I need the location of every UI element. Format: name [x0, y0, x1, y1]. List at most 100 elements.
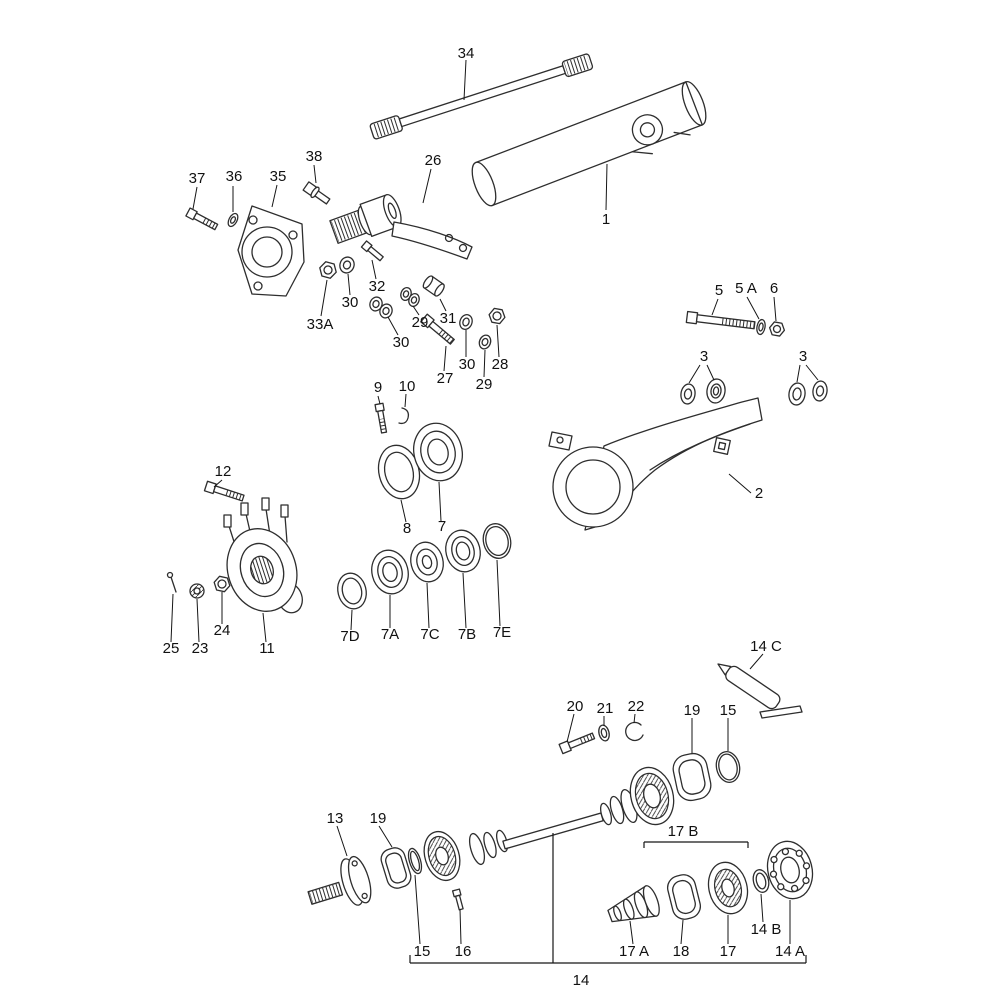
callout-30-c: 30 [459, 356, 476, 373]
part-26-bracket-arm [391, 221, 473, 260]
part-10-clip [398, 407, 410, 425]
part-7b-bearing [445, 529, 481, 573]
callout-18: 18 [673, 943, 690, 960]
part-outer-cv-joint [629, 766, 675, 826]
callout-31: 31 [440, 310, 457, 327]
callout-7a: 7A [381, 626, 399, 643]
part-36-washer [227, 212, 239, 228]
part-16-bolt [451, 888, 464, 911]
part-3-bushing-d [812, 380, 828, 402]
callout-30-b: 30 [393, 334, 410, 351]
callout-23: 23 [192, 640, 209, 657]
leader-lines [170, 59, 819, 945]
callout-17b: 17 B [668, 823, 699, 840]
callout-28: 28 [492, 356, 509, 373]
callout-6: 6 [770, 280, 778, 297]
part-26-arm-hole-2 [458, 243, 468, 253]
part-33a-nut [319, 261, 337, 279]
part-29-washer-a2 [408, 293, 420, 307]
callout-37: 37 [189, 170, 206, 187]
part-14c-grease-tube [717, 663, 803, 719]
bracket-14 [409, 833, 807, 964]
callout-29-b: 29 [476, 376, 493, 393]
part-31-bushing [422, 275, 445, 297]
bracket-17b [643, 841, 749, 848]
part-9-bolt [374, 402, 388, 434]
callout-9: 9 [374, 379, 382, 396]
callout-7c: 7C [420, 626, 439, 643]
callout-36: 36 [226, 168, 243, 185]
callout-27: 27 [437, 370, 454, 387]
part-3-bushing-c [788, 382, 806, 406]
callout-14: 14 [573, 972, 590, 989]
callout-35: 35 [270, 168, 287, 185]
callout-17: 17 [720, 943, 737, 960]
part-17a-boot [607, 885, 660, 923]
part-3-bushing-a [680, 383, 696, 405]
callout-7e: 7E [493, 624, 511, 641]
part-32-bolt [360, 240, 384, 262]
part-7c-spacer [410, 541, 444, 583]
callout-19-upper: 19 [684, 702, 701, 719]
part-15-circlip-outer [715, 751, 741, 783]
part-18-gasket [666, 874, 702, 920]
callout-16: 16 [455, 943, 472, 960]
part-1-axle-tube [471, 81, 707, 207]
part-30-washer-a [339, 256, 355, 274]
callout-1: 1 [602, 211, 610, 228]
callout-17a: 17 A [619, 943, 649, 960]
part-7d-seal [337, 572, 367, 610]
part-22-clip [625, 721, 644, 742]
callout-7b: 7B [458, 626, 476, 643]
callout-3-right: 3 [799, 348, 807, 365]
part-17-cv-joint [707, 861, 749, 915]
part-29-washer-b [478, 334, 492, 350]
part-11-wheel-hub [223, 497, 303, 614]
callout-29-a: 29 [412, 314, 429, 331]
part-34-driveshaft [369, 53, 594, 140]
callout-5a: 5 A [735, 280, 757, 297]
part-25-pin [166, 571, 177, 593]
callout-22: 22 [628, 698, 645, 715]
part-35-mount-bracket [237, 205, 305, 297]
callout-7: 7 [438, 518, 446, 535]
part-14b-shim [752, 869, 770, 893]
part-7-bearing [413, 422, 463, 482]
part-8-seal [377, 444, 421, 500]
part-3-bushing-b [706, 378, 726, 404]
part-14a-bearing [766, 840, 814, 900]
callout-13: 13 [327, 810, 344, 827]
callout-10: 10 [399, 378, 416, 395]
part-38-bolt [302, 181, 331, 205]
part-14-axle-assembly [307, 766, 675, 911]
part-5a-washer [756, 318, 766, 336]
callout-14c: 14 C [750, 638, 782, 655]
callout-19-lower: 19 [370, 810, 387, 827]
callout-20: 20 [567, 698, 584, 715]
part-27-bolt [420, 313, 455, 345]
callout-15-upper: 15 [720, 702, 737, 719]
callout-34: 34 [458, 45, 475, 62]
part-7a-bearing [371, 549, 409, 595]
callout-7d: 7D [340, 628, 359, 645]
callout-11: 11 [259, 640, 275, 657]
part-19-gasket-inner [380, 847, 412, 889]
callout-14b: 14 B [751, 921, 782, 938]
callout-8: 8 [403, 520, 411, 537]
part-30-washer-b [369, 296, 383, 312]
callout-12: 12 [215, 463, 232, 480]
part-axle-boot-left [468, 829, 509, 866]
part-20-bolt [558, 732, 596, 755]
part-13-flange [340, 855, 372, 906]
callout-3-left: 3 [700, 348, 708, 365]
part-15-circlip-inner [407, 847, 423, 875]
part-37-bolt [185, 207, 219, 231]
part-5-bolt [685, 310, 756, 330]
callout-25: 25 [163, 640, 180, 657]
callout-14a: 14 A [775, 943, 805, 960]
callout-26: 26 [425, 152, 442, 169]
part-30-washer-b2 [379, 303, 393, 319]
callout-24: 24 [214, 622, 231, 639]
part-19-gasket-outer [672, 752, 712, 802]
